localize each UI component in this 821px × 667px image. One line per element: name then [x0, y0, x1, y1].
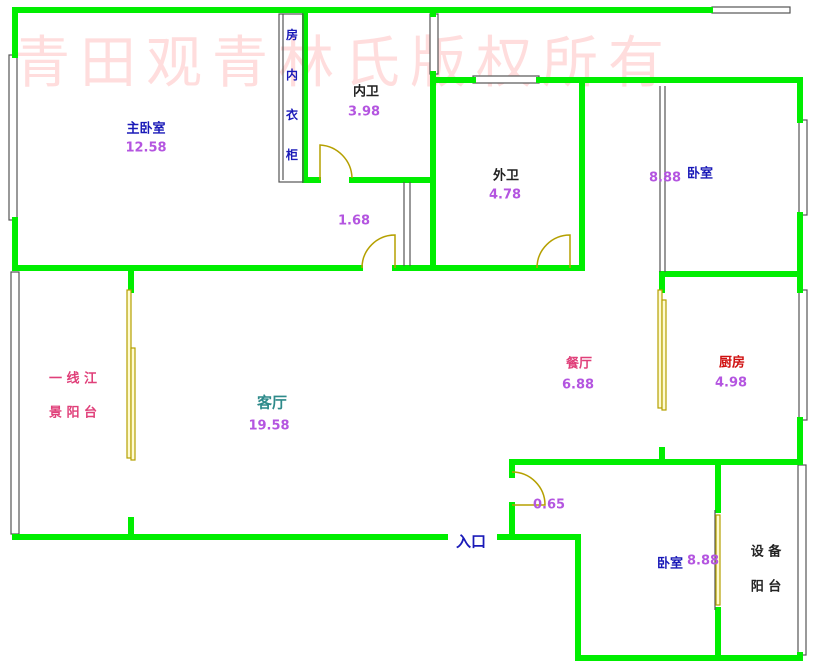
- master-bedroom-area: 12.58: [125, 140, 167, 156]
- entrance-label: 入口: [455, 532, 487, 551]
- door-entry-closet: [511, 471, 546, 506]
- guest-bath-area: 4.78: [488, 187, 522, 203]
- window-kitchen: [798, 289, 808, 421]
- bedroom-2-area: 8.88: [648, 170, 682, 186]
- walls: [12, 7, 803, 661]
- guest-bath-name: 外卫: [492, 168, 520, 184]
- master-bedroom-name: 主卧室: [126, 121, 166, 137]
- sliding-door-balcony: [126, 289, 132, 459]
- river-balcony-line-2: 景 阳 台: [48, 405, 98, 421]
- closet-outline: [278, 13, 304, 183]
- bedroom-3-area: 8.88: [686, 553, 720, 569]
- hallway-area: 1.68: [337, 213, 371, 229]
- door-master: [361, 234, 396, 269]
- kitchen-area: 4.98: [714, 375, 748, 391]
- ensuite-bath-area: 3.98: [347, 104, 381, 120]
- window-bedroom-2: [798, 119, 808, 216]
- door-guest-bath: [536, 234, 571, 269]
- watermark: 青田观青林氏版权所有: [14, 31, 674, 96]
- utility-balcony-line-2: 阳 台: [750, 579, 782, 595]
- sliding-door-utility: [715, 514, 721, 606]
- window-guest-bath: [472, 75, 540, 84]
- living-room-area: 19.58: [248, 418, 290, 434]
- living-room-name: 客厅: [256, 393, 288, 412]
- ensuite-bath-name: 内卫: [352, 84, 380, 100]
- closet-char-3: 衣: [285, 108, 299, 122]
- dining-room-area: 6.88: [561, 377, 595, 393]
- window-utility-balcony: [797, 464, 807, 656]
- closet-char-4: 柜: [285, 148, 299, 162]
- walk-in-closet-label: 房 内 衣 柜: [286, 26, 298, 163]
- dining-room-name: 餐厅: [565, 356, 593, 372]
- kitchen-name: 厨房: [718, 355, 746, 371]
- window-balcony-left: [10, 271, 20, 535]
- utility-balcony-line-1: 设 备: [750, 544, 782, 560]
- bedroom-2-name: 卧室: [686, 166, 714, 182]
- window-master-left: [8, 54, 18, 221]
- entry-closet-area: 0.65: [532, 497, 566, 513]
- river-balcony-line-1: 一 线 江: [48, 371, 98, 387]
- closet-char-1: 房: [285, 28, 299, 42]
- closet-char-2: 内: [285, 68, 299, 82]
- window-ensuite: [429, 13, 439, 75]
- window-top-right: [711, 6, 791, 14]
- bedroom-3-name: 卧室: [656, 556, 684, 572]
- door-ensuite: [319, 144, 353, 180]
